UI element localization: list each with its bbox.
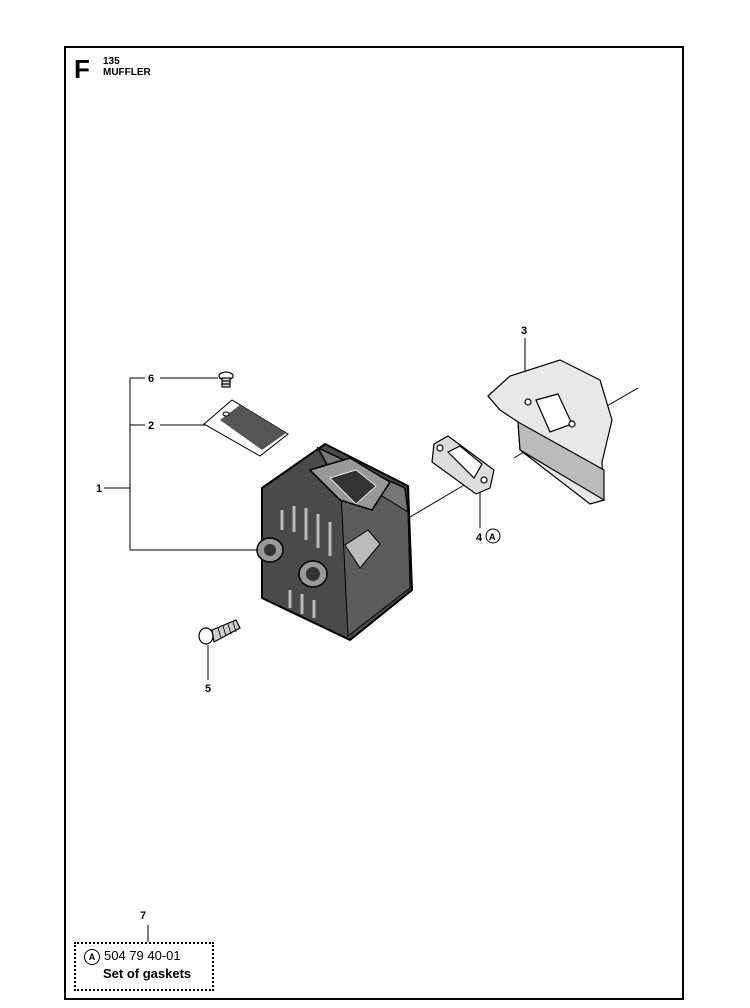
callout-3: 3 xyxy=(521,325,527,337)
model-number: 135 xyxy=(103,56,120,67)
callout-2: 2 xyxy=(148,420,154,432)
callout-5: 5 xyxy=(205,683,211,695)
callout-4-marker-circle xyxy=(485,528,501,544)
kit-part-number: 504 79 40-01 xyxy=(104,948,181,963)
spark-screen-2 xyxy=(203,399,289,457)
callout-4: 4 xyxy=(476,532,483,544)
callout-4-marker: A xyxy=(489,532,496,542)
kit-description: Set of gaskets xyxy=(103,966,192,981)
bolt-5 xyxy=(198,619,241,645)
gasket-kit-box xyxy=(74,942,214,991)
kit-marker: A xyxy=(84,949,100,965)
kit-item-number: 7 xyxy=(140,910,147,922)
screw-6 xyxy=(218,371,234,388)
page-frame xyxy=(64,46,684,1000)
section-letter: F xyxy=(74,54,90,84)
muffler-body-1 xyxy=(256,442,414,642)
section-title: MUFFLER xyxy=(103,67,151,78)
callout-1: 1 xyxy=(96,483,102,495)
callout-6: 6 xyxy=(148,373,154,385)
heat-shield-3 xyxy=(487,359,613,505)
gasket-4 xyxy=(431,435,495,495)
